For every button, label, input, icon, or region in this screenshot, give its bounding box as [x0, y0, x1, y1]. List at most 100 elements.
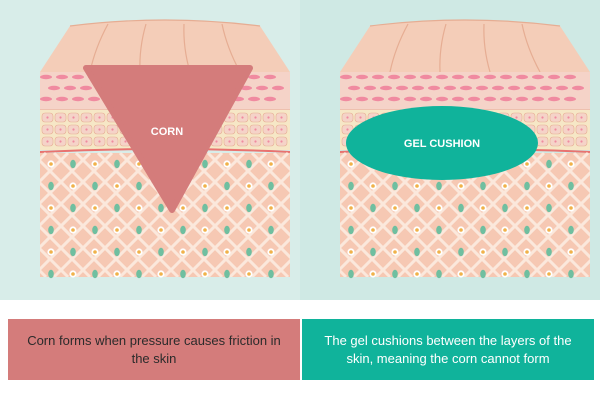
fat-cell-nucleus	[547, 184, 551, 188]
fat-cell-green	[70, 203, 76, 213]
skin-cell	[572, 85, 584, 91]
fat-cell-nucleus	[181, 250, 185, 254]
fat-cell-nucleus	[393, 250, 397, 254]
gel-cushion-diagram-panel: GEL CUSHION	[300, 0, 600, 300]
dermis-dot	[267, 128, 270, 131]
fat-cell-nucleus	[481, 250, 485, 254]
skin-surface-line	[483, 23, 491, 73]
dermis-dot	[541, 128, 544, 131]
skin-cell	[48, 85, 60, 91]
skin-cell	[256, 85, 268, 91]
skin-cell	[248, 96, 260, 102]
fat-cell-nucleus	[203, 184, 207, 188]
dermis-dot	[346, 128, 349, 131]
corn-label: CORN	[151, 126, 183, 138]
side-mask	[0, 150, 40, 300]
fat-cell-nucleus	[225, 162, 229, 166]
dermis-dot	[98, 128, 101, 131]
fat-cell-nucleus	[481, 206, 485, 210]
fat-cell-nucleus	[269, 206, 273, 210]
fat-cell-green	[502, 247, 508, 257]
dermis-dot	[228, 116, 231, 119]
fat-cell-nucleus	[93, 206, 97, 210]
fat-cell-green	[568, 269, 574, 279]
dermis-dot	[267, 140, 270, 143]
side-mask	[300, 150, 340, 300]
skin-cell	[564, 74, 576, 80]
lattice-line	[206, 182, 300, 279]
fat-cell-green	[268, 269, 274, 279]
fat-cell-nucleus	[503, 184, 507, 188]
dermis-dot	[267, 116, 270, 119]
fat-cell-nucleus	[415, 228, 419, 232]
dermis-dot	[46, 128, 49, 131]
fat-cell-green	[136, 269, 142, 279]
fat-cell-green	[436, 269, 442, 279]
skin-cell	[500, 74, 512, 80]
fat-cell-green	[568, 225, 574, 235]
fat-cell-green	[502, 203, 508, 213]
fat-cell-green	[246, 159, 252, 169]
skin-cell	[348, 85, 360, 91]
skin-cell	[548, 74, 560, 80]
fat-cell-nucleus	[225, 250, 229, 254]
fat-cell-nucleus	[203, 272, 207, 276]
skin-cell	[72, 96, 84, 102]
dermis-dot	[241, 116, 244, 119]
skin-cell	[340, 96, 352, 102]
skin-surface-line	[439, 23, 447, 73]
fat-cell-green	[202, 247, 208, 257]
gel-cushion-caption: The gel cushions between the layers of t…	[302, 319, 594, 380]
fat-cell-green	[92, 269, 98, 279]
fat-cell-nucleus	[437, 206, 441, 210]
fat-cell-green	[268, 225, 274, 235]
skin-cell	[340, 74, 352, 80]
skin-cell	[492, 85, 504, 91]
corn-skin-illustration: CORN	[0, 0, 300, 300]
skin-layers	[300, 19, 600, 300]
fat-cell-nucleus	[93, 162, 97, 166]
fat-cell-nucleus	[247, 272, 251, 276]
skin-cell	[516, 74, 528, 80]
lattice-line	[396, 151, 524, 279]
fat-cell-green	[268, 181, 274, 191]
fat-cell-nucleus	[503, 272, 507, 276]
lattice-line	[418, 151, 546, 279]
dermis-dot	[280, 128, 283, 131]
fat-cell-nucleus	[525, 206, 529, 210]
fat-cell-green	[48, 225, 54, 235]
fat-cell-green	[48, 181, 54, 191]
fat-cell-green	[92, 225, 98, 235]
dermis-dot	[280, 116, 283, 119]
fat-cell-green	[202, 203, 208, 213]
fat-cell-nucleus	[415, 272, 419, 276]
dermis-dot	[72, 116, 75, 119]
skin-cell	[428, 85, 440, 91]
fat-cell-green	[136, 225, 142, 235]
fat-cell-green	[414, 203, 420, 213]
skin-cell	[64, 85, 76, 91]
skin-cell	[72, 74, 84, 80]
fat-cell-nucleus	[371, 228, 375, 232]
dermis-dot	[241, 128, 244, 131]
fat-cell-green	[546, 159, 552, 169]
lattice-line	[162, 151, 290, 279]
dermis-dot	[528, 116, 531, 119]
dermis-dot	[228, 128, 231, 131]
fat-cell-green	[70, 247, 76, 257]
fat-cell-nucleus	[49, 206, 53, 210]
fat-cell-green	[414, 247, 420, 257]
skin-cell	[468, 74, 480, 80]
fat-cell-green	[546, 203, 552, 213]
lattice-line	[462, 151, 590, 279]
skin-cell	[548, 96, 560, 102]
corn-shape	[83, 65, 253, 213]
dermis-dot	[567, 116, 570, 119]
fat-cell-nucleus	[115, 228, 119, 232]
skin-cell	[272, 85, 284, 91]
fat-cell-nucleus	[371, 184, 375, 188]
lattice-line	[550, 151, 600, 204]
fat-cell-nucleus	[225, 206, 229, 210]
lattice-line	[550, 226, 600, 279]
fat-cell-nucleus	[269, 162, 273, 166]
